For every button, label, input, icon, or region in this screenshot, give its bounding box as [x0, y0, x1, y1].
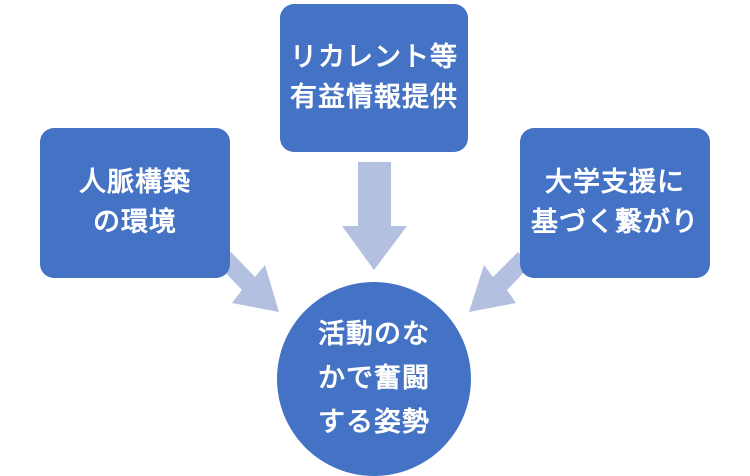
node-recurrent-info: リカレント等 有益情報提供: [280, 4, 468, 152]
node-network-environment-line-1: 人脈構築: [79, 167, 191, 198]
arrow-top-to-center: [342, 162, 407, 270]
node-recurrent-info-line-1: リカレント等: [290, 42, 458, 73]
node-university-support-line-2: 基づく繋がり: [531, 207, 699, 238]
node-center-attitude: 活動のな かで奮闘 する姿勢: [277, 282, 471, 476]
node-university-support-line-1: 大学支援に: [545, 167, 685, 198]
node-center-attitude-line-2: かで奮闘: [318, 363, 430, 394]
arrow-left-to-center: [218, 252, 279, 312]
node-center-attitude-line-1: 活動のな: [318, 319, 430, 350]
node-center-attitude-line-3: する姿勢: [318, 407, 430, 438]
node-university-support: 大学支援に 基づく繋がり: [520, 128, 710, 278]
arrow-right-to-center: [469, 252, 531, 312]
node-recurrent-info-line-2: 有益情報提供: [290, 82, 458, 113]
node-network-environment-line-2: の環境: [93, 207, 177, 238]
node-network-environment: 人脈構築 の環境: [40, 128, 230, 278]
